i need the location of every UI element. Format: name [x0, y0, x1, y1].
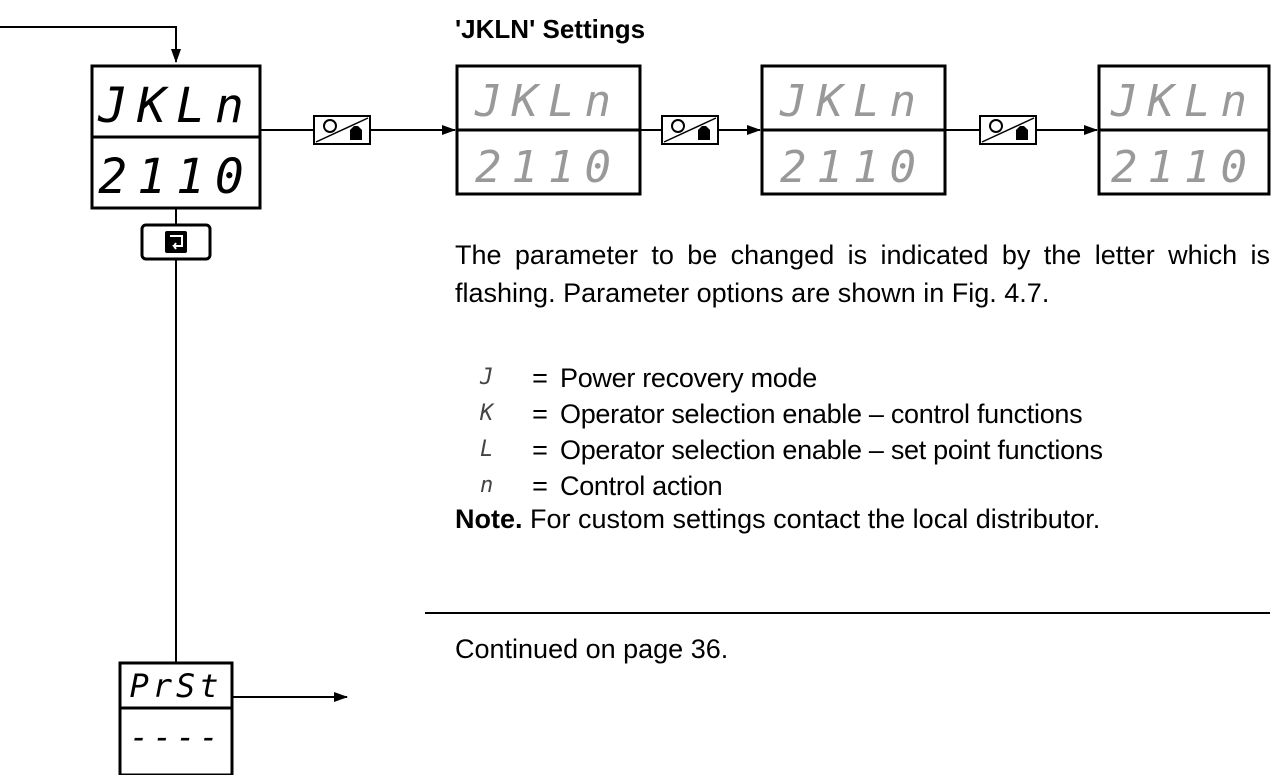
section-title: 'JKLN' Settings [455, 14, 646, 44]
legend-description: Control action [560, 471, 723, 501]
next-display-bottom: ---- [129, 718, 222, 756]
step3-display-top: JKLn [1110, 76, 1257, 127]
page-key-icon[interactable] [140, 223, 212, 261]
step1-display-top: JKLn [474, 76, 621, 127]
main-display: JKLn 2110 [90, 64, 262, 210]
advance-key-icon[interactable] [661, 115, 719, 145]
main-display-top: JKLn [97, 78, 254, 134]
legend-row: J = Power recovery mode [480, 360, 1103, 396]
legend-symbol: L [480, 437, 494, 462]
note-lead: Note. [455, 504, 523, 534]
note-paragraph: Note. For custom settings contact the lo… [455, 500, 1270, 538]
description-paragraph: The parameter to be changed is indicated… [455, 240, 1270, 308]
step3-display-bottom: 2110 [1111, 142, 1257, 193]
legend-row: n = Control action [480, 468, 1103, 504]
note-text: For custom settings contact the local di… [530, 504, 1101, 534]
next-display: PrSt ---- [118, 661, 234, 775]
legend-symbol: J [480, 365, 494, 390]
legend-description: Operator selection enable – set point fu… [560, 435, 1103, 465]
legend-description: Power recovery mode [560, 363, 817, 393]
legend-equals: = [532, 435, 548, 465]
step2-display-bottom: 2110 [780, 142, 926, 193]
legend-equals: = [532, 399, 548, 429]
legend-symbol: K [480, 401, 494, 426]
legend-row: L = Operator selection enable – set poin… [480, 432, 1103, 468]
step1-display-bottom: 2110 [475, 142, 621, 193]
continued-link[interactable]: Continued on page 36. [455, 634, 729, 664]
step2-display: JKLn 2110 [760, 64, 947, 196]
legend-symbol: n [480, 473, 494, 498]
legend-equals: = [532, 471, 548, 501]
divider [425, 612, 1270, 614]
step2-display-top: JKLn [779, 76, 926, 127]
parameter-legend: J = Power recovery mode K = Operator sel… [480, 360, 1103, 504]
next-display-top: PrSt [129, 667, 222, 705]
legend-equals: = [532, 363, 548, 393]
legend-description: Operator selection enable – control func… [560, 399, 1083, 429]
entry-line [0, 26, 181, 63]
advance-key-icon[interactable] [979, 115, 1037, 145]
step1-display: JKLn 2110 [455, 64, 642, 196]
step3-display: JKLn 2110 [1097, 64, 1271, 196]
advance-key-icon[interactable] [313, 115, 371, 145]
main-display-bottom: 2110 [98, 149, 254, 205]
legend-row: K = Operator selection enable – control … [480, 396, 1103, 432]
